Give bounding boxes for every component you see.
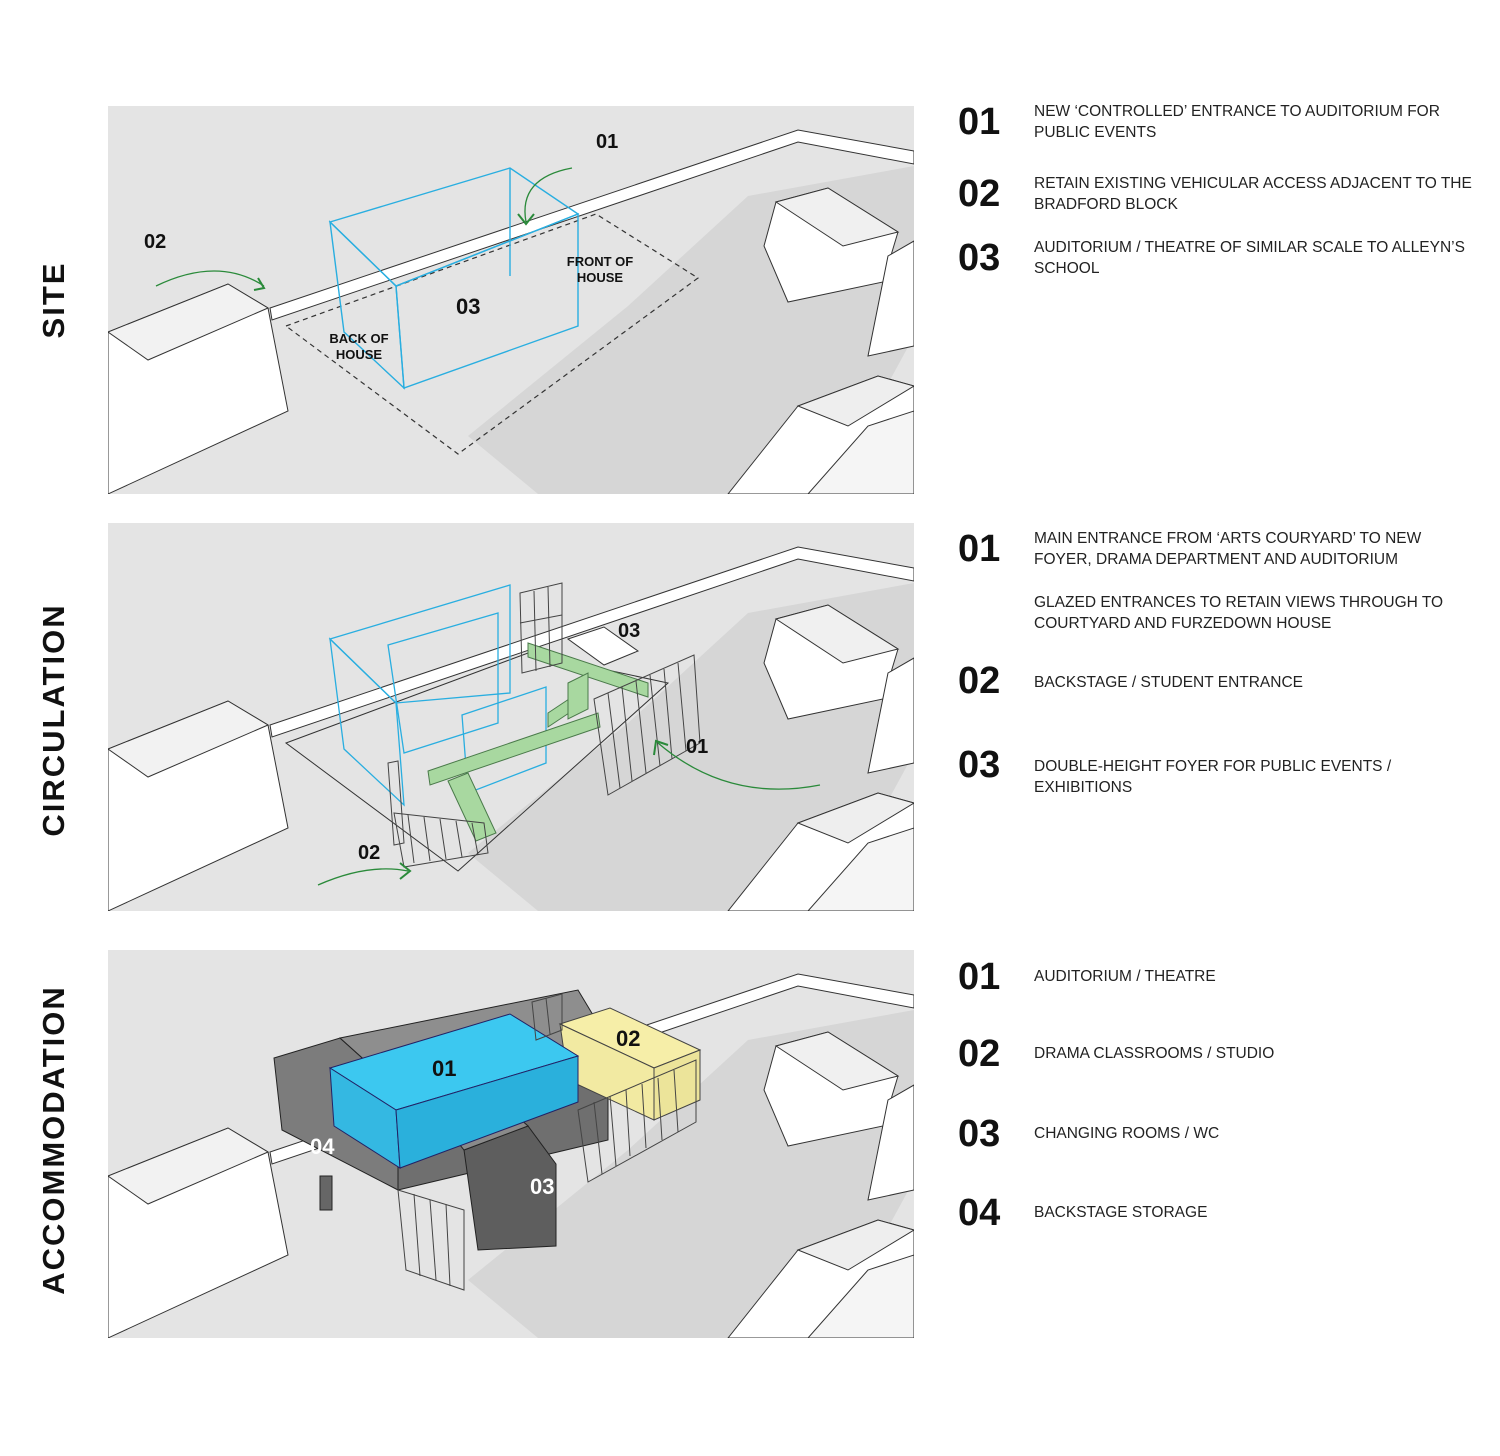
legend-text: BACKSTAGE STORAGE — [1034, 1204, 1208, 1221]
legend-number: 03 — [958, 1113, 1001, 1155]
legend-text: DRAMA CLASSROOMS / STUDIO — [1034, 1045, 1275, 1062]
legend-text: BACKSTAGE / STUDENT ENTRANCE — [1034, 674, 1303, 691]
legend-text: DOUBLE-HEIGHT FOYER FOR PUBLIC EVENTS / … — [1034, 758, 1392, 796]
circulation-diagram-svg: 01 02 03 — [108, 523, 914, 911]
label-site-02: 02 — [144, 231, 166, 253]
legend-text: AUDITORIUM / THEATRE OF SIMILAR SCALE TO… — [1034, 239, 1465, 277]
legend-number: 01 — [958, 956, 1001, 998]
accommodation-diagram-svg: 01 02 03 04 — [108, 950, 914, 1338]
legend-text-extra: GLAZED ENTRANCES TO RETAIN VIEWS THROUGH… — [1034, 594, 1444, 632]
section-title-circulation: CIRCULATION — [36, 603, 71, 837]
label-back-of-house-1: BACK OF — [329, 331, 388, 346]
label-acc-02: 02 — [616, 1026, 640, 1051]
circulation-diagram: 01 02 03 — [108, 523, 914, 911]
label-front-of-house-1: FRONT OF — [567, 254, 633, 269]
legend-number: 04 — [958, 1192, 1001, 1234]
legend-number: 01 — [958, 101, 1001, 143]
legend-number: 01 — [958, 528, 1001, 570]
legend-number: 02 — [958, 660, 1001, 702]
section-title-site: SITE — [36, 261, 71, 339]
accommodation-diagram: 01 02 03 04 — [108, 950, 914, 1338]
label-front-of-house-2: HOUSE — [577, 270, 624, 285]
label-back-of-house-2: HOUSE — [336, 347, 383, 362]
legend-text: CHANGING ROOMS / WC — [1034, 1125, 1220, 1142]
site-diagram-svg: 01 02 03 FRONT OF HOUSE BACK OF HOUSE — [108, 106, 914, 494]
section-title-accommodation: ACCOMMODATION — [36, 985, 71, 1295]
legend-text: RETAIN EXISTING VEHICULAR ACCESS ADJACEN… — [1034, 175, 1472, 213]
label-site-01: 01 — [596, 131, 618, 153]
legend-text: MAIN ENTRANCE FROM ‘ARTS COURYARD’ TO NE… — [1034, 530, 1422, 568]
legend-number: 03 — [958, 744, 1001, 786]
site-diagram: 01 02 03 FRONT OF HOUSE BACK OF HOUSE — [108, 106, 914, 494]
label-acc-01: 01 — [432, 1056, 456, 1081]
legend-number: 02 — [958, 1033, 1001, 1075]
label-acc-03: 03 — [530, 1174, 554, 1199]
label-circ-02: 02 — [358, 842, 380, 864]
label-circ-01: 01 — [686, 736, 708, 758]
legend-number: 03 — [958, 237, 1001, 279]
label-circ-03: 03 — [618, 620, 640, 642]
label-site-03: 03 — [456, 294, 480, 319]
legend-text: NEW ‘CONTROLLED’ ENTRANCE TO AUDITORIUM … — [1034, 103, 1440, 141]
label-acc-04: 04 — [310, 1134, 335, 1159]
legend-number: 02 — [958, 173, 1001, 215]
legend-text: AUDITORIUM / THEATRE — [1034, 968, 1216, 985]
